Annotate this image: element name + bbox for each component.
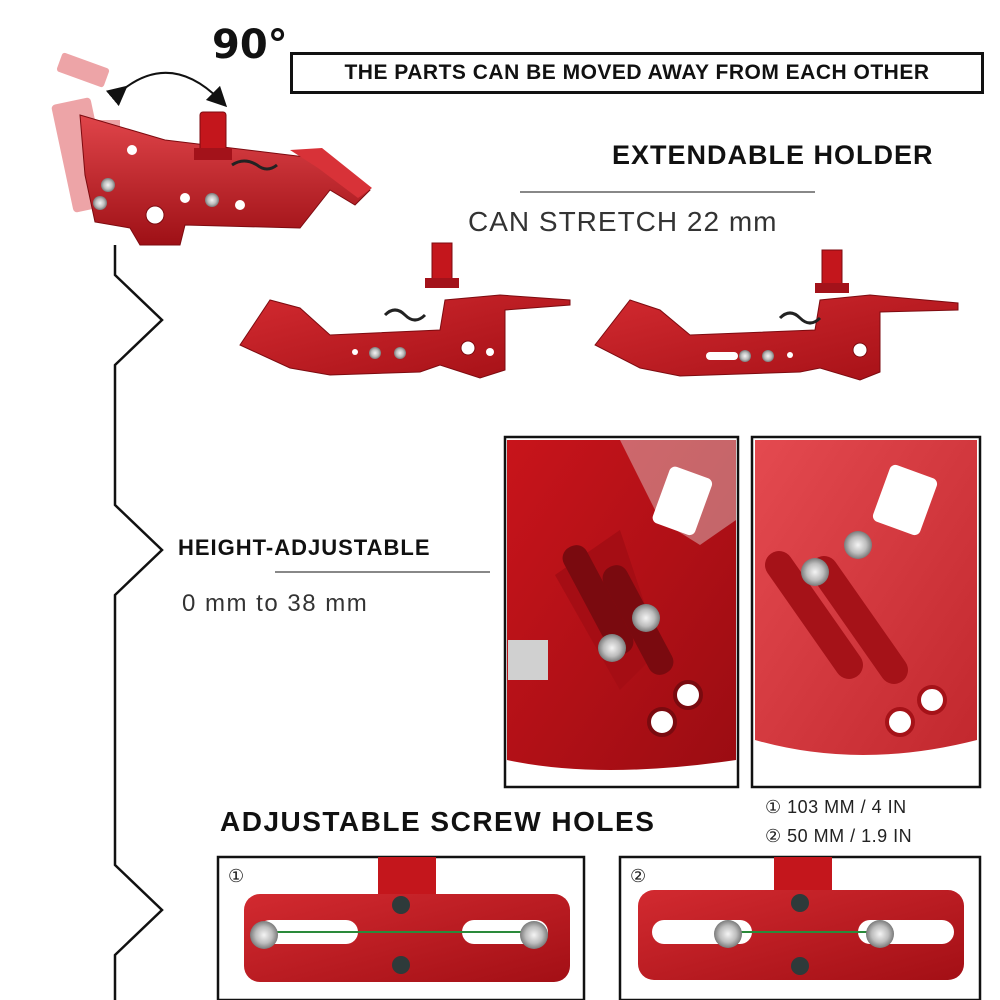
bracket-collapsed xyxy=(239,242,571,379)
closeup-high xyxy=(750,435,982,789)
extendable-heading: EXTENDABLE HOLDER xyxy=(612,140,934,170)
rotation-arrow-icon xyxy=(105,71,228,108)
screw-panel-2 xyxy=(618,855,982,1000)
panel-2-number: ② xyxy=(630,866,647,886)
spec-103mm: ① 103 MM / 4 IN xyxy=(765,797,907,817)
bracket-extended xyxy=(594,249,959,381)
stretch-spec: CAN STRETCH 22 mm xyxy=(468,206,778,237)
rotation-angle-label: 90° xyxy=(212,22,288,68)
panel-1-number: ① xyxy=(228,866,245,886)
height-heading: HEIGHT-ADJUSTABLE xyxy=(178,535,431,560)
screw-holes-heading: ADJUSTABLE SCREW HOLES xyxy=(220,806,656,837)
feature-banner: THE PARTS CAN BE MOVED AWAY FROM EACH OT… xyxy=(290,52,984,94)
spec-50mm: ② 50 MM / 1.9 IN xyxy=(765,826,913,846)
height-range: 0 mm to 38 mm xyxy=(182,590,369,617)
screw-panel-1 xyxy=(216,855,586,1000)
rotating-bracket xyxy=(51,52,372,246)
section-connector-line xyxy=(113,245,164,1000)
closeup-low xyxy=(503,435,740,789)
